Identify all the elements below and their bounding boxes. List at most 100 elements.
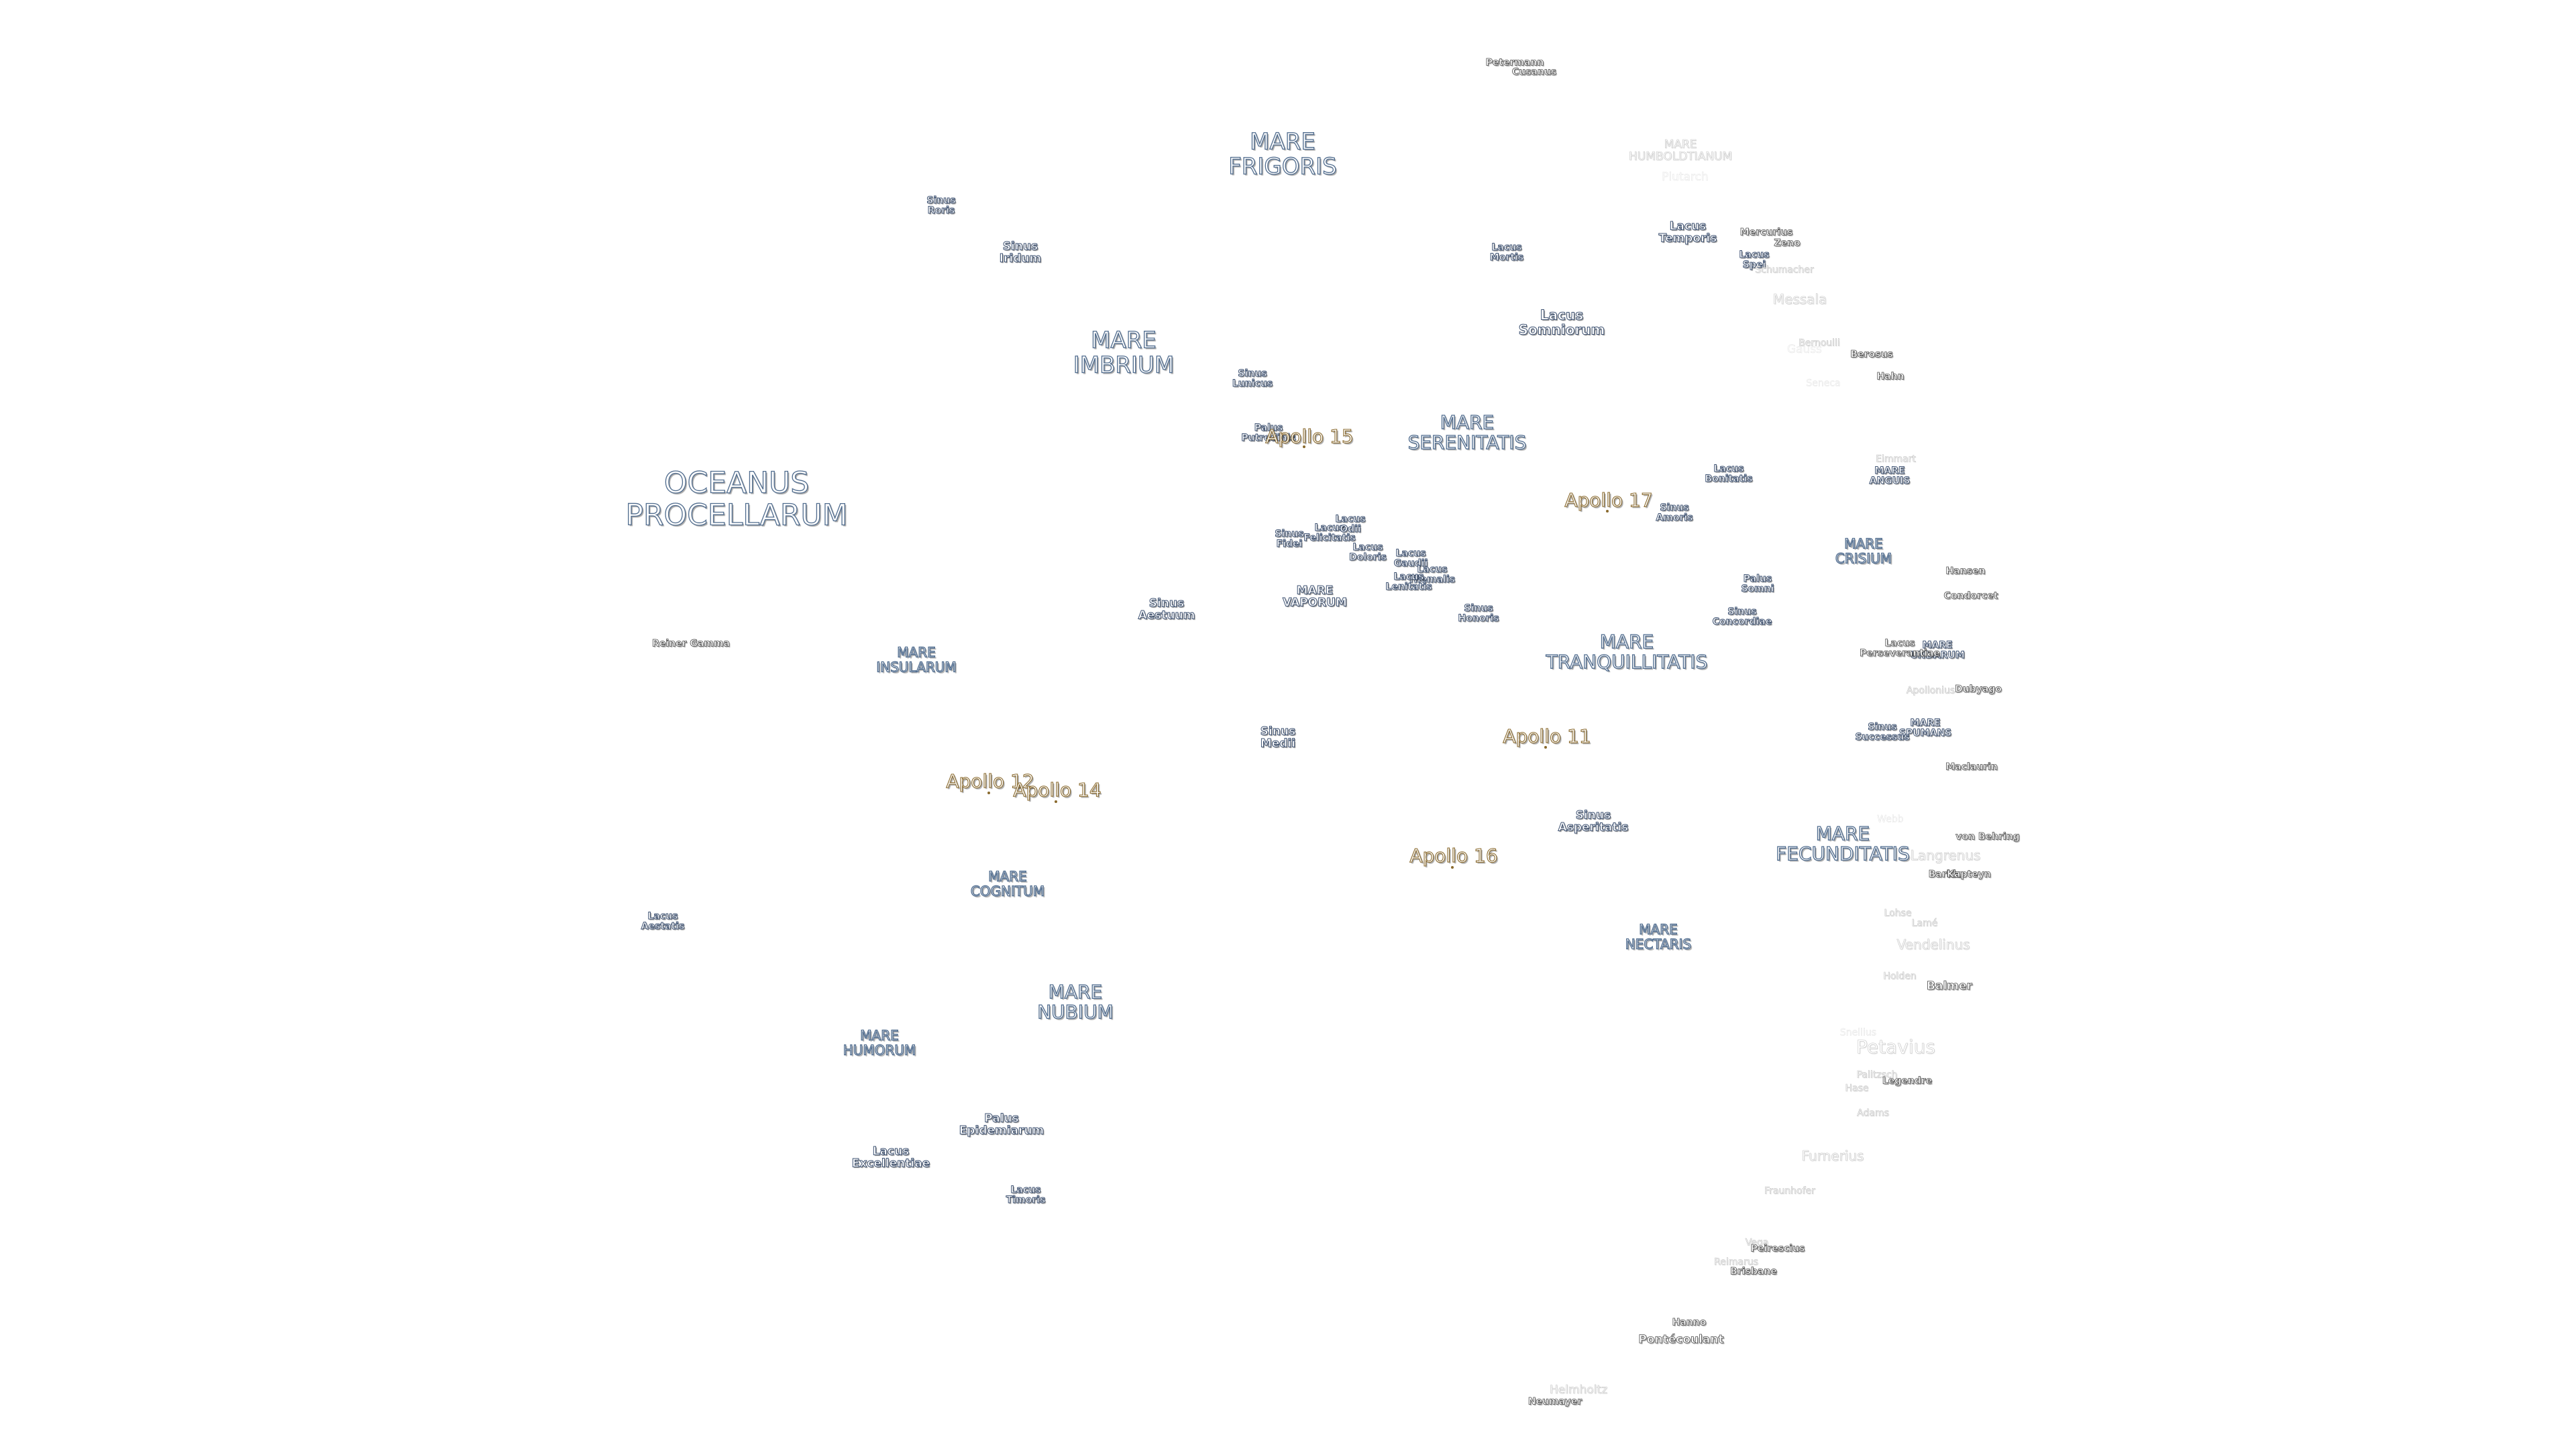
- label-lacus-doloris[interactable]: Lacus Doloris: [1349, 541, 1387, 563]
- label-lacus-excellentiae[interactable]: Lacus Excellentiae: [851, 1144, 930, 1171]
- label-lacus-odii[interactable]: Lacus Odii: [1335, 513, 1366, 535]
- label-crater-adams[interactable]: Adams: [1857, 1108, 1889, 1119]
- apollo-17-marker[interactable]: [1606, 510, 1609, 513]
- label-apollo-12[interactable]: Apollo 12: [946, 769, 1034, 792]
- label-crater-kapteyn[interactable]: Kapteyn: [1947, 869, 1991, 880]
- label-crater-eimmart[interactable]: Eimmart: [1876, 453, 1916, 465]
- label-lacus-spei[interactable]: Lacus Spei: [1739, 249, 1770, 270]
- label-crater-dubyago[interactable]: Dubyago: [1955, 684, 2002, 695]
- label-sinus-iridum[interactable]: Sinus Iridum: [999, 239, 1042, 266]
- label-crater-cusanus[interactable]: Cusanus: [1511, 66, 1557, 78]
- label-crater-maclaurin[interactable]: Maclaurin: [1945, 761, 1998, 773]
- label-crater-seneca[interactable]: Seneca: [1806, 378, 1841, 389]
- label-sinus-roris[interactable]: Sinus Roris: [926, 195, 956, 216]
- label-mare-insularum[interactable]: MARE INSULARUM: [876, 644, 957, 675]
- label-mare-vaporum[interactable]: MARE VAPORUM: [1283, 584, 1348, 610]
- label-mare-tranquillitatis[interactable]: MARE TRANQUILLITATIS: [1546, 630, 1708, 673]
- label-lacus-bonitatis[interactable]: Lacus Bonitatis: [1705, 463, 1753, 484]
- label-crater-reiner-gamma[interactable]: Reiner Gamma: [652, 638, 731, 649]
- label-crater-zeno[interactable]: Zeno: [1774, 237, 1801, 249]
- label-lacus-temporis[interactable]: Lacus Temporis: [1658, 219, 1717, 246]
- label-crater-vega[interactable]: Vega: [1745, 1237, 1769, 1248]
- label-mare-humorum[interactable]: MARE HUMORUM: [843, 1027, 916, 1058]
- label-sinus-lunicus[interactable]: Sinus Lunicus: [1232, 368, 1273, 389]
- label-crater-condorcet[interactable]: Condorcet: [1943, 590, 1998, 602]
- label-lacus-perseverantiae[interactable]: Lacus Perseverantiae: [1860, 637, 1941, 659]
- label-crater-hansen[interactable]: Hansen: [1945, 566, 1986, 577]
- label-sinus-concordiae[interactable]: Sinus Concordiae: [1712, 606, 1772, 627]
- label-crater-hase[interactable]: Hase: [1845, 1083, 1869, 1094]
- label-crater-petavius[interactable]: Petavius: [1856, 1035, 1936, 1058]
- label-crater-gauss[interactable]: Gauss: [1786, 342, 1823, 356]
- label-crater-legendre[interactable]: Legendre: [1882, 1075, 1933, 1087]
- label-sinus-honoris[interactable]: Sinus Honoris: [1458, 602, 1499, 624]
- label-lacus-felicitatis[interactable]: Lacus Felicitatis: [1303, 522, 1356, 543]
- label-mare-fecunditatis[interactable]: MARE FECUNDITATIS: [1776, 822, 1911, 865]
- label-crater-plutarch[interactable]: Plutarch: [1662, 170, 1709, 184]
- label-crater-schumacher[interactable]: Schumacher: [1755, 264, 1814, 276]
- label-mare-humboldtianum[interactable]: MARE HUMBOLDTIANUM: [1628, 138, 1733, 164]
- label-palus-epidemiarum[interactable]: Palus Epidemiarum: [959, 1112, 1044, 1138]
- label-apollo-15[interactable]: Apollo 15: [1265, 425, 1354, 447]
- label-mare-imbrium[interactable]: MARE IMBRIUM: [1073, 327, 1175, 378]
- apollo-11-marker[interactable]: [1544, 746, 1547, 749]
- label-lacus-hiemalis[interactable]: Lacus Hiemalis: [1409, 564, 1456, 585]
- label-crater-bernoulli[interactable]: Bernoulli: [1799, 337, 1840, 349]
- apollo-16-marker[interactable]: [1451, 866, 1454, 869]
- label-lacus-mortis[interactable]: Lacus Mortis: [1489, 241, 1524, 263]
- label-mare-nubium[interactable]: MARE NUBIUM: [1037, 980, 1114, 1023]
- label-mare-anguis[interactable]: MARE ANGUIS: [1869, 465, 1911, 486]
- label-crater-barkla[interactable]: Barkla: [1928, 869, 1963, 880]
- label-crater-hanno[interactable]: Hanno: [1672, 1317, 1707, 1328]
- label-mare-crisium[interactable]: MARE CRISIUM: [1835, 535, 1892, 566]
- label-sinus-fidei[interactable]: Sinus Fidei: [1275, 528, 1304, 549]
- label-crater-helmholtz[interactable]: Helmholtz: [1549, 1383, 1608, 1397]
- label-lacus-somniorum[interactable]: Lacus Somniorum: [1518, 307, 1605, 337]
- label-oceanus-procellarum[interactable]: OCEANUS PROCELLARUM: [625, 466, 848, 532]
- label-crater-mercurius[interactable]: Mercurius: [1739, 227, 1793, 238]
- label-crater-hahn[interactable]: Hahn: [1876, 371, 1904, 382]
- label-mare-nectaris[interactable]: MARE NECTARIS: [1625, 921, 1692, 952]
- label-apollo-17[interactable]: Apollo 17: [1564, 488, 1653, 511]
- label-mare-spumans[interactable]: MARE SPUMANS: [1898, 717, 1952, 739]
- apollo-15-marker[interactable]: [1303, 445, 1305, 448]
- label-mare-frigoris[interactable]: MARE FRIGORIS: [1228, 128, 1338, 180]
- label-lacus-gaudii[interactable]: Lacus Gaudii: [1393, 547, 1428, 569]
- label-palus-putredinis[interactable]: Palus Putredinis: [1241, 422, 1296, 443]
- label-crater-pontecoulant[interactable]: Pontécoulant: [1638, 1332, 1724, 1346]
- label-crater-webb[interactable]: Webb: [1877, 814, 1904, 825]
- label-palus-somni[interactable]: Palus Somni: [1741, 573, 1774, 594]
- label-mare-cognitum[interactable]: MARE COGNITUM: [970, 868, 1045, 899]
- label-apollo-16[interactable]: Apollo 16: [1409, 844, 1498, 867]
- label-crater-berosus[interactable]: Berosus: [1850, 349, 1893, 360]
- label-crater-brisbane[interactable]: Brisbane: [1730, 1266, 1777, 1277]
- label-sinus-asperitatis[interactable]: Sinus Asperitatis: [1558, 808, 1629, 835]
- label-crater-messala[interactable]: Messala: [1772, 291, 1827, 308]
- label-crater-peirescius[interactable]: Peirescius: [1750, 1243, 1805, 1254]
- label-crater-balmer[interactable]: Balmer: [1927, 979, 1973, 993]
- label-crater-lohse[interactable]: Lohse: [1884, 908, 1912, 919]
- label-crater-palitzsch[interactable]: Palitzsch: [1856, 1069, 1898, 1081]
- label-apollo-11[interactable]: Apollo 11: [1503, 724, 1591, 747]
- label-crater-vendelinus[interactable]: Vendelinus: [1896, 936, 1970, 953]
- label-lacus-lenitatis[interactable]: Lacus Lenitatis: [1385, 571, 1432, 592]
- label-mare-serenitatis[interactable]: MARE SERENITATIS: [1407, 411, 1527, 453]
- label-sinus-medii[interactable]: Sinus Medii: [1260, 724, 1296, 751]
- label-crater-lame[interactable]: Lamé: [1911, 918, 1938, 929]
- apollo-12-marker[interactable]: [987, 792, 990, 794]
- label-sinus-successus[interactable]: Sinus Successus: [1855, 721, 1910, 743]
- label-crater-langrenus[interactable]: Langrenus: [1910, 847, 1981, 864]
- label-crater-snellius[interactable]: Snellius: [1839, 1027, 1877, 1038]
- apollo-14-marker[interactable]: [1055, 800, 1057, 803]
- label-crater-neumayer[interactable]: Neumayer: [1527, 1396, 1582, 1407]
- label-crater-fraunhofer[interactable]: Fraunhofer: [1764, 1185, 1815, 1197]
- label-crater-furnerius[interactable]: Furnerius: [1801, 1148, 1864, 1165]
- label-crater-apollonius[interactable]: Apollonius: [1906, 685, 1955, 696]
- label-mare-undarum[interactable]: MARE UNDARUM: [1910, 639, 1966, 661]
- label-lacus-aestatis[interactable]: Lacus Aestatis: [641, 910, 685, 932]
- label-crater-holden[interactable]: Holden: [1883, 971, 1917, 982]
- label-crater-petermann[interactable]: Petermann: [1485, 57, 1544, 68]
- label-apollo-14[interactable]: Apollo 14: [1013, 778, 1102, 801]
- label-crater-reimarus[interactable]: Reimarus: [1714, 1256, 1758, 1268]
- label-sinus-aestuum[interactable]: Sinus Aestuum: [1138, 596, 1195, 623]
